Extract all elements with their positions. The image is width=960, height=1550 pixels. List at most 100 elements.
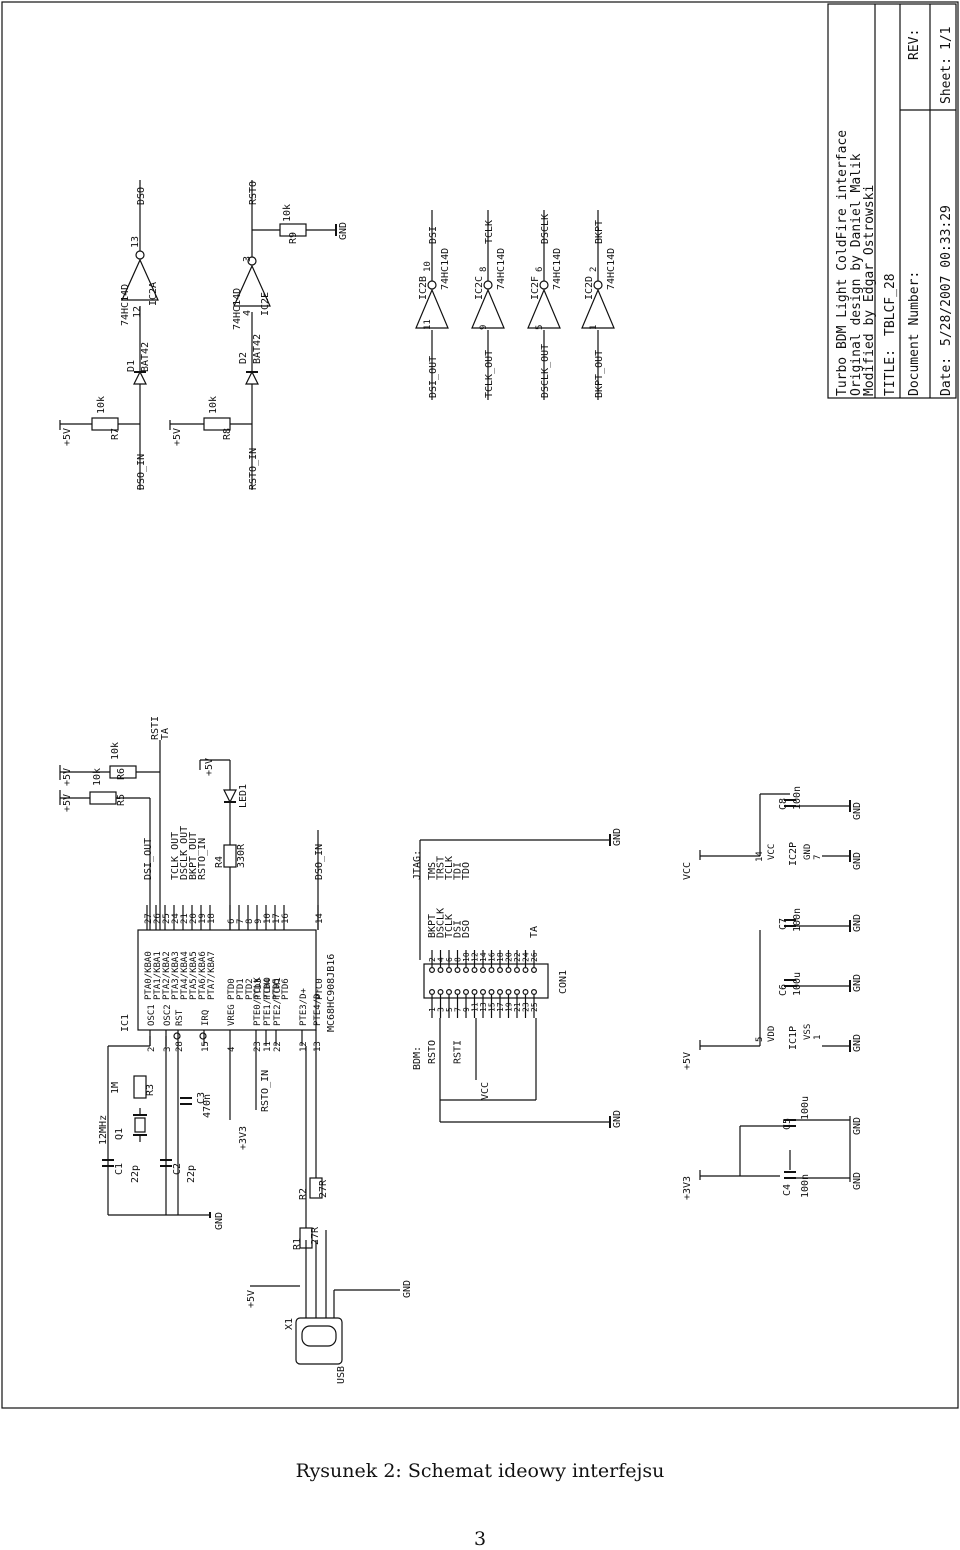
tb-title-value: TBLCF_28: [883, 273, 898, 336]
con-pin-left: [437, 988, 444, 995]
bdm-right-label: DSCLK: [436, 908, 447, 938]
jtag-label: TDI: [453, 862, 464, 880]
r7-ref: R7: [110, 428, 121, 440]
buffer-output-net: BKPT: [594, 220, 605, 244]
bdm-label: BDM:: [412, 1046, 423, 1070]
r3-value: 1M: [110, 1082, 121, 1094]
con-pin-right: [437, 966, 444, 973]
mcu-pin-num: 2: [147, 1047, 157, 1052]
d2-ref: D2: [238, 352, 249, 364]
c1-value: 22p: [130, 1165, 141, 1183]
con-pin-right: [429, 966, 436, 973]
r5-ref: R5: [116, 794, 127, 806]
con-pin-right: [480, 966, 487, 973]
p5v-r8: +5V: [172, 428, 183, 446]
ic2e-in: 4: [242, 310, 253, 316]
buffer-pin-out: 8: [479, 267, 489, 272]
vcc-supply: VCC: [682, 862, 693, 880]
mcu-pin-num: 13: [313, 1041, 323, 1052]
ic1p-vdd: VDD: [767, 1026, 777, 1042]
mcu-pin-num: 14: [315, 913, 325, 924]
con-pin-left: [446, 988, 453, 995]
mcu-pin-num: 18: [207, 913, 217, 924]
led1-ref: LED1: [238, 784, 249, 808]
buffer-triangle: [581, 288, 615, 329]
mcu-pin-name: PTA0/KBA0: [144, 951, 154, 1000]
tb-rev-label: REV:: [907, 29, 922, 60]
con-pin-left: [454, 988, 461, 995]
r8-ref: R8: [222, 428, 233, 440]
bdm-right-label: TA: [529, 926, 540, 938]
mcu-pin-name: PTA1/KBA1: [153, 951, 163, 1000]
ic2a-out: 13: [130, 236, 141, 248]
mcu-pin-num: 20: [189, 913, 199, 924]
c5-value: 100u: [800, 1096, 811, 1120]
con-pin-left: [530, 988, 537, 995]
r7-value: 10k: [96, 396, 107, 414]
d1-ref: D1: [126, 360, 137, 372]
bdm-right-label: TCLK: [444, 914, 455, 938]
mcu-pin-num: 21: [180, 913, 190, 924]
c7-value: 100n: [792, 908, 803, 932]
mcu-pin-net: BKPT_OUT: [188, 832, 199, 880]
con-pin-right: [463, 966, 470, 973]
net-rsto: RSTO: [248, 181, 259, 205]
mcu-pin-num: 9: [254, 919, 264, 924]
r6-ref: R6: [116, 768, 127, 780]
con-pin-left: [488, 988, 495, 995]
bdm-right-label: DSO: [461, 920, 472, 938]
c6-value: 100u: [792, 972, 803, 996]
mcu-pin-num: 7: [236, 919, 246, 924]
mcu-pin-name: PTE2/TCH1: [273, 977, 283, 1026]
schematic-sheet: Turbo BDM Light ColdFire interface Origi…: [1, 1, 959, 1409]
gnd-con-right: GND: [612, 828, 623, 846]
mcu-pin-num: 11: [263, 1041, 273, 1052]
mcu-pin-num: 15: [201, 1041, 211, 1052]
r1-ref: R1: [292, 1238, 303, 1250]
net-rsto-in-pte0: RSTO_IN: [260, 1070, 271, 1112]
con-pin-right: [497, 966, 504, 973]
power-decoupling: +3V3 C4 100n C5 100u GND GND +5V VDD 5 I…: [682, 786, 863, 1200]
bdm-left-label: RSTI: [453, 1040, 464, 1064]
r9-value: 10k: [282, 204, 293, 222]
con-pin-right: [505, 966, 512, 973]
ic2p-pin-top: 14: [755, 851, 765, 862]
buffer-part: 74HC14D: [606, 248, 617, 290]
pullups-r5-r6: +5V R5 10k +5V R6 10k RSTI TA: [59, 716, 171, 930]
d2-value: BAT42: [252, 334, 263, 364]
con-pin-left: [522, 988, 529, 995]
mcu-pin-name: PTA4/KBA4: [180, 951, 190, 1000]
mcu-pin-name: PTA2/KBA2: [162, 951, 172, 1000]
c8-ref: C8: [778, 798, 789, 810]
buffer-ref: IC2D: [584, 276, 595, 300]
buffer-output-net: DSCLK: [540, 214, 551, 244]
ic2e-ref: IC2E: [260, 292, 271, 316]
mcu-pin-name: RST: [175, 1009, 185, 1026]
jtag-label: TRST: [436, 856, 447, 880]
mcu-pin-num: 12: [299, 1041, 309, 1052]
mcu-ic1: IC1 MC68HC908JB16 OSC12OSC23RST28IRQ15VR…: [120, 826, 337, 1052]
q1-ref: Q1: [114, 1128, 125, 1140]
net-rsto-in: RSTO_IN: [248, 448, 259, 490]
mcu-pin-net: TCLK_OUT: [170, 832, 181, 880]
buffer-input-net: DSCLK_OUT: [540, 344, 551, 398]
gnd-osc: GND: [214, 1212, 225, 1230]
buffer-part: 74HC14D: [552, 248, 563, 290]
ic2e-part: 74HC14D: [232, 288, 243, 330]
tb-sheet-label: Sheet:: [939, 57, 954, 104]
x1-ref: X1: [284, 1318, 295, 1330]
r2-value: 27R: [318, 1179, 329, 1198]
oscillator: Q1 12MHz R3 1M C1 22p C2 22p C3 470n GND…: [98, 1036, 249, 1230]
ic2e-out: 3: [242, 256, 253, 262]
ic1p-vss: VSS: [803, 1024, 813, 1040]
ic1p-pin-bot: 1: [813, 1035, 823, 1040]
r8-value: 10k: [208, 396, 219, 414]
r4-ref: R4: [214, 856, 225, 868]
buffer-pin-in: 1: [589, 325, 599, 330]
mcu-pin-num: 27: [144, 913, 154, 924]
con-pin-left: [497, 988, 504, 995]
buffer-ref: IC2B: [418, 276, 429, 300]
c6-ref: C6: [778, 984, 789, 996]
d1-value: BAT42: [140, 342, 151, 372]
